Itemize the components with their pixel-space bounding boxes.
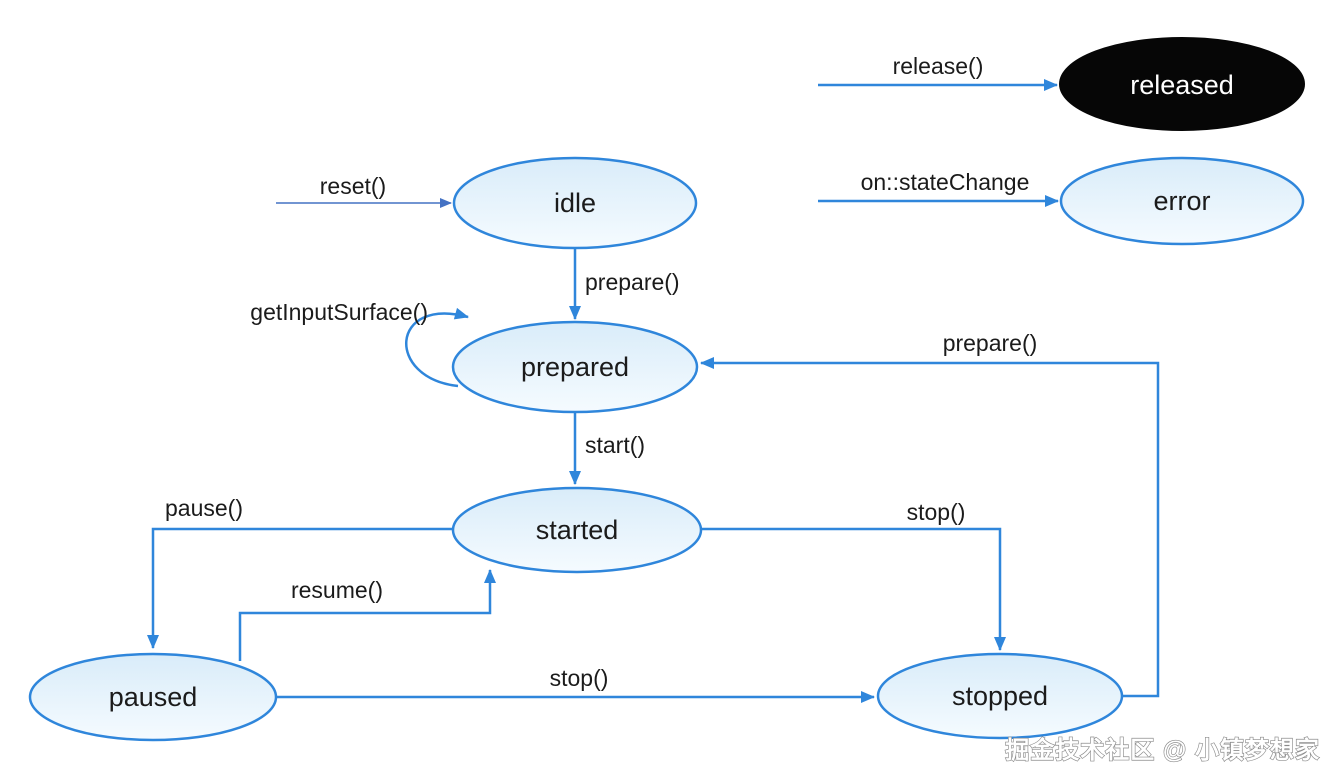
state-label-stopped: stopped [952,681,1048,711]
watermark: 掘金技术社区 @ 小镇梦想家 [1005,736,1320,764]
transition-label-prepare-top: prepare() [585,269,680,295]
state-node-released [1059,37,1305,131]
state-node-paused [28,652,278,742]
state-node-stopped [876,652,1124,740]
transition-arrow-pause [147,527,452,649]
transition-label-pause: pause() [165,495,243,521]
state-label-paused: paused [109,682,198,712]
transition-label-release: release() [893,53,984,79]
state-label-error: error [1153,186,1210,216]
transition-arrow-stop-from-started [701,527,1006,651]
state-node-idle [452,156,698,250]
transition-label-resume: resume() [291,577,383,603]
state-label-idle: idle [554,188,596,218]
state-node-started [451,486,703,574]
state-label-released: released [1130,70,1234,100]
transition-label-prepare-bottom: prepare() [943,330,1038,356]
transition-label-stop-from-started: stop() [907,499,966,525]
state-label-prepared: prepared [521,352,629,382]
transition-label-start: start() [585,432,645,458]
transition-label-reset: reset() [320,173,386,199]
state-label-started: started [536,515,619,545]
state-node-error [1059,156,1305,246]
state-node-prepared [451,320,699,414]
transition-label-get-input-surface: getInputSurface() [250,299,428,325]
transition-arrow-get-input-surface-self-loop [405,307,469,388]
transition-arrow-resume [238,569,496,661]
transition-arrow-prepare-stopped-to-prepared [700,357,1160,698]
transition-label-on-state-change: on::stateChange [861,169,1030,195]
transition-label-stop-from-paused: stop() [550,665,609,691]
